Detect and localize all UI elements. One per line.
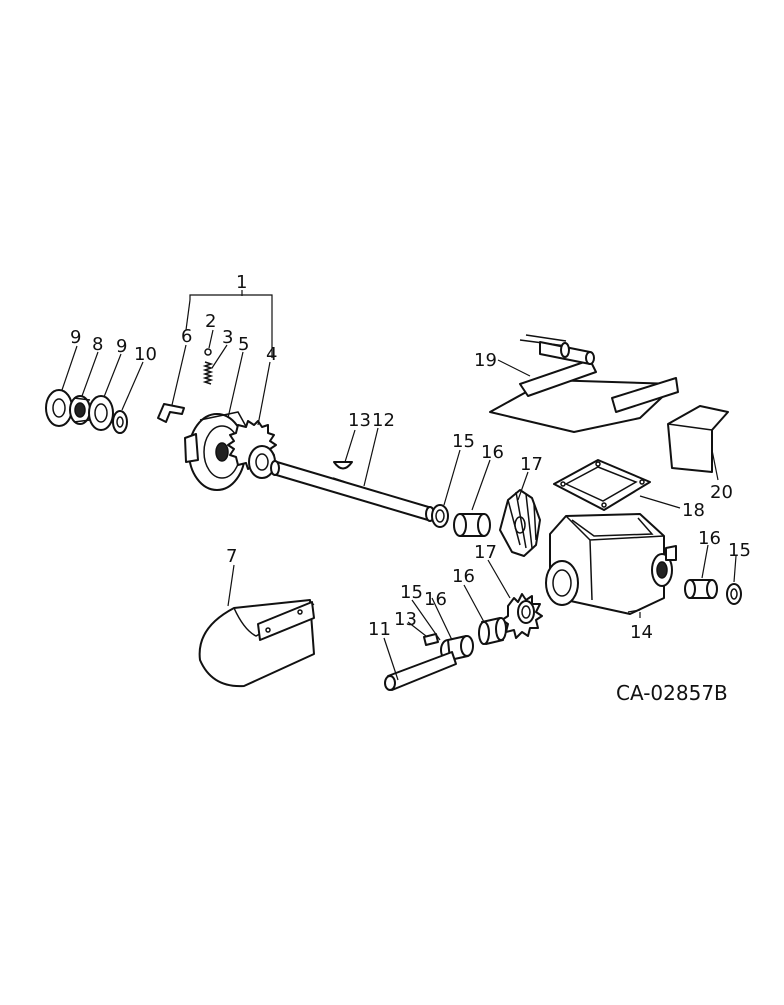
callout-15-upper: 15 <box>452 431 475 452</box>
callout-20: 20 <box>710 482 733 503</box>
ring-15-right <box>726 583 742 605</box>
key-13-lower <box>423 633 439 646</box>
leader-lines <box>61 329 737 681</box>
callout-10: 10 <box>134 344 157 365</box>
callout-18: 18 <box>682 500 705 521</box>
ball-2 <box>204 348 212 356</box>
callout-19: 19 <box>474 350 497 371</box>
bushing-16-right <box>684 579 718 599</box>
callout-labels: 1 2 3 5 4 6 9 8 9 10 13 12 15 16 17 19 1… <box>70 272 751 705</box>
callout-16-lower-b: 16 <box>424 589 447 610</box>
ring-15-upper <box>431 504 449 528</box>
callout-8: 8 <box>92 334 103 355</box>
shaft-11 <box>384 651 457 691</box>
callout-5: 5 <box>238 334 249 355</box>
drawing-code: CA-02857B <box>616 681 728 705</box>
callout-9-left: 9 <box>70 327 81 348</box>
callout-7: 7 <box>226 546 237 567</box>
callout-3: 3 <box>222 327 233 348</box>
bevel-gear-17-upper <box>499 489 541 557</box>
callout-17-lower: 17 <box>474 542 497 563</box>
washer-10 <box>112 410 128 434</box>
callout-1: 1 <box>236 272 247 293</box>
callout-4: 4 <box>266 344 277 365</box>
callout-17-upper: 17 <box>520 454 543 475</box>
callout-9-right: 9 <box>116 336 127 357</box>
callout-15-right: 15 <box>728 540 751 561</box>
shield-7 <box>198 599 315 688</box>
block-20 <box>667 405 729 473</box>
callout-16-lower-a: 16 <box>452 566 475 587</box>
washer-9-right <box>88 395 114 431</box>
washer-9-left <box>45 389 73 427</box>
gearbox-housing-14 <box>545 513 677 615</box>
gasket-18 <box>553 459 651 511</box>
callout-14: 14 <box>630 622 653 643</box>
key-13-upper <box>333 461 353 470</box>
callout-13-lower: 13 <box>394 609 417 630</box>
callout-11: 11 <box>368 619 391 640</box>
callout-15-lower: 15 <box>400 582 423 603</box>
shaft-12 <box>270 460 435 522</box>
callout-16-upper: 16 <box>481 442 504 463</box>
bracket-19 <box>489 334 679 433</box>
spring-3 <box>202 361 214 385</box>
callout-2: 2 <box>205 311 216 332</box>
clip-6 <box>157 403 185 423</box>
bushing-16-upper <box>453 513 491 537</box>
callout-13-upper: 13 <box>348 410 371 431</box>
bushing-16-lower-a <box>478 617 507 645</box>
bevel-gear-17-lower <box>501 593 543 639</box>
callout-16-right: 16 <box>698 528 721 549</box>
callout-6: 6 <box>181 326 192 347</box>
bearing-8 <box>69 395 91 425</box>
sprocket-4 <box>227 420 277 479</box>
callout-12: 12 <box>372 410 395 431</box>
assembly-bracket-1 <box>185 290 273 358</box>
